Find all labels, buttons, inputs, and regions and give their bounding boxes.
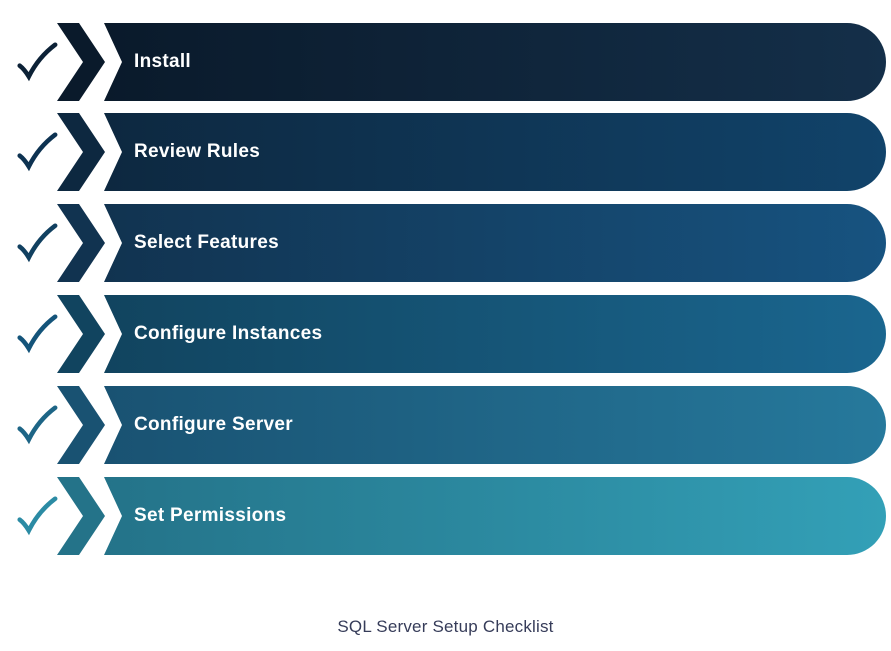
checklist-step-review-rules: Review Rules — [0, 113, 886, 191]
step-bar: Configure Instances — [104, 295, 886, 373]
chevron-right-icon — [57, 113, 105, 191]
chevron-right-icon — [57, 23, 105, 101]
checkmark-icon — [15, 132, 59, 172]
checkmark-icon — [15, 223, 59, 263]
checkmark-icon — [15, 42, 59, 82]
chevron-right-icon — [57, 295, 105, 373]
diagram-caption: SQL Server Setup Checklist — [337, 617, 554, 636]
chevron-right-icon — [57, 386, 105, 464]
step-label: Install — [134, 51, 192, 72]
step-bar: Configure Server — [104, 386, 886, 464]
checklist-step-install: Install — [0, 23, 886, 101]
step-label: Select Features — [134, 232, 279, 253]
checklist-step-set-permissions: Set Permissions — [0, 477, 886, 555]
step-bar: Review Rules — [104, 113, 886, 191]
checkmark-icon — [15, 496, 59, 536]
checkmark-icon — [15, 314, 59, 354]
step-label: Configure Server — [134, 414, 293, 435]
step-bar: Set Permissions — [104, 477, 886, 555]
step-label: Set Permissions — [134, 505, 287, 526]
checklist-step-configure-server: Configure Server — [0, 386, 886, 464]
step-bar: Install — [104, 23, 886, 101]
checklist-step-configure-instances: Configure Instances — [0, 295, 886, 373]
step-label: Configure Instances — [134, 323, 323, 344]
chevron-right-icon — [57, 204, 105, 282]
checkmark-icon — [15, 405, 59, 445]
step-bar: Select Features — [104, 204, 886, 282]
chevron-right-icon — [57, 477, 105, 555]
step-label: Review Rules — [134, 141, 261, 162]
checklist-step-select-features: Select Features — [0, 204, 886, 282]
